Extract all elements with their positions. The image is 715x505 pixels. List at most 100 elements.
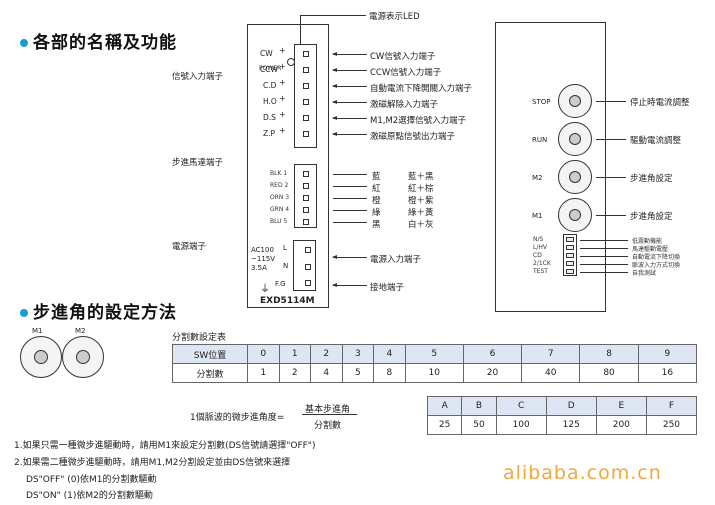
signal-pin <box>303 67 309 73</box>
table-cell-division: 125 <box>545 415 597 435</box>
ground-desc: 接地端子 <box>370 283 405 293</box>
power-pin-n: N <box>283 262 289 270</box>
switch-desc: 自我測試 <box>632 270 657 277</box>
dial-desc: 停止時電流調整 <box>630 98 690 108</box>
plus-icon: + <box>279 62 286 71</box>
dip-switch <box>566 237 574 242</box>
table-caption: 分割數設定表 <box>172 333 227 343</box>
table-cell-position: B <box>461 396 497 416</box>
signal-pin-label: D.S <box>263 113 276 122</box>
table-cell-division: 40 <box>521 363 581 383</box>
table-cell-division: 4 <box>310 363 343 383</box>
note-1: 1.如果只需一種微步進驅動時，請用M1來設定分割數(DS信號請選擇"OFF") <box>14 441 316 451</box>
ground-icon: ⏚ <box>260 284 270 295</box>
dial-desc: 步進角設定 <box>630 212 673 222</box>
power-terminal-label: 電源端子 <box>172 242 207 252</box>
signal-pin-label: CCW <box>260 65 278 74</box>
ac-rating: AC100 ~115V 3.5A <box>251 246 276 272</box>
motor-pin <box>303 195 309 201</box>
table-cell-position: D <box>545 396 597 416</box>
note-3: DS"OFF" (0)依M1的分割數驅動 <box>26 475 157 485</box>
signal-desc: 激磁原點信號出力端子 <box>370 132 456 142</box>
table-cell-division: 10 <box>404 363 464 383</box>
power-pin-fg: F.G <box>275 280 286 288</box>
plus-icon: + <box>279 126 286 135</box>
plus-icon: + <box>279 110 286 119</box>
motor-pin-label: BLK 1 <box>270 170 288 177</box>
plus-icon: + <box>279 46 286 55</box>
table-cell-division: 100 <box>495 415 547 435</box>
arrow-icon <box>332 68 337 72</box>
dip-switch <box>566 253 574 258</box>
table-cell-division: 200 <box>595 415 647 435</box>
motor-wire-color: 綠 <box>372 208 381 218</box>
table-cell-position: C <box>495 396 547 416</box>
table-header-sw: SW位置 <box>172 344 248 364</box>
table-cell-division: 16 <box>637 363 698 383</box>
dip-switch <box>566 269 574 274</box>
table-cell-position: 4 <box>373 344 406 364</box>
signal-pin-label: C.D <box>263 81 277 90</box>
signal-desc: 自動電流下降開關入力端子 <box>370 84 473 94</box>
switch-label: L/HV <box>533 244 547 251</box>
arrow-icon <box>332 52 337 56</box>
table-cell-division: 50 <box>461 415 497 435</box>
switch-desc: 低震動機能 <box>632 238 663 245</box>
bullet-icon <box>20 309 28 317</box>
switch-desc: 自動電流下降切換 <box>632 254 681 261</box>
section-title-step-angle: 步進角的設定方法 <box>20 298 177 323</box>
table-cell-position: 9 <box>637 344 698 364</box>
table-cell-position: 3 <box>341 344 375 364</box>
signal-pin-label: H.O <box>263 97 277 106</box>
table-cell-position: 2 <box>310 344 343 364</box>
table-cell-division: 5 <box>341 363 375 383</box>
formula-numerator: 基本步進角 <box>305 405 351 415</box>
table-cell-position: 0 <box>247 344 280 364</box>
motor-pin <box>303 219 309 225</box>
motor-pin <box>303 183 309 189</box>
table-cell-position: E <box>595 396 647 416</box>
model-label: EXD5114M <box>260 296 315 306</box>
formula-denominator: 分割數 <box>314 421 342 431</box>
dial-center <box>569 171 581 183</box>
signal-desc: CCW信號入力端子 <box>370 68 442 78</box>
dial-name: M2 <box>532 174 543 182</box>
dial-desc: 驅動電流調整 <box>630 136 682 146</box>
table-cell-division: 1 <box>247 363 280 383</box>
signal-input-label: 信號入力端子 <box>172 72 224 82</box>
power-input-desc: 電源入力端子 <box>370 255 422 265</box>
motor-pin-label: ORN 3 <box>270 194 290 201</box>
table-cell-division: 25 <box>426 415 463 435</box>
dial-center <box>569 209 581 221</box>
motor-wire-desc: 橙＋紫 <box>408 196 434 206</box>
table-cell-position: 1 <box>278 344 312 364</box>
table-cell-position: 7 <box>521 344 581 364</box>
signal-desc: CW信號入力端子 <box>370 52 436 62</box>
dial-center <box>569 95 581 107</box>
arrow-icon <box>332 116 337 120</box>
motor-wire-color: 黑 <box>372 220 381 230</box>
signal-pin <box>303 51 309 57</box>
motor-wire-desc: 藍＋黑 <box>408 172 434 182</box>
dial-label-m1: M1 <box>32 327 43 335</box>
arrow-icon <box>332 84 337 88</box>
arrow-icon <box>332 132 337 136</box>
signal-pin-label: CW <box>260 49 273 58</box>
rotary-dial <box>558 160 592 194</box>
watermark: alibaba.com.cn <box>503 462 662 484</box>
dial-center <box>569 133 581 145</box>
switch-label: 2/1CK <box>533 260 551 267</box>
motor-wire-color: 橙 <box>372 196 381 206</box>
signal-pin <box>303 115 309 121</box>
formula-left: 1個脈波的微步進角度= <box>190 413 285 423</box>
dial-name: M1 <box>532 212 543 220</box>
signal-terminal-block <box>294 44 317 148</box>
dial-name: STOP <box>532 98 551 106</box>
arrow-icon <box>332 100 337 104</box>
power-pin-l: L <box>283 244 287 252</box>
plus-icon: + <box>279 94 286 103</box>
bullet-icon <box>20 39 28 47</box>
power-led-label: 電源表示LED <box>369 12 420 22</box>
switch-desc: 馬達驅動電壓 <box>632 246 669 253</box>
